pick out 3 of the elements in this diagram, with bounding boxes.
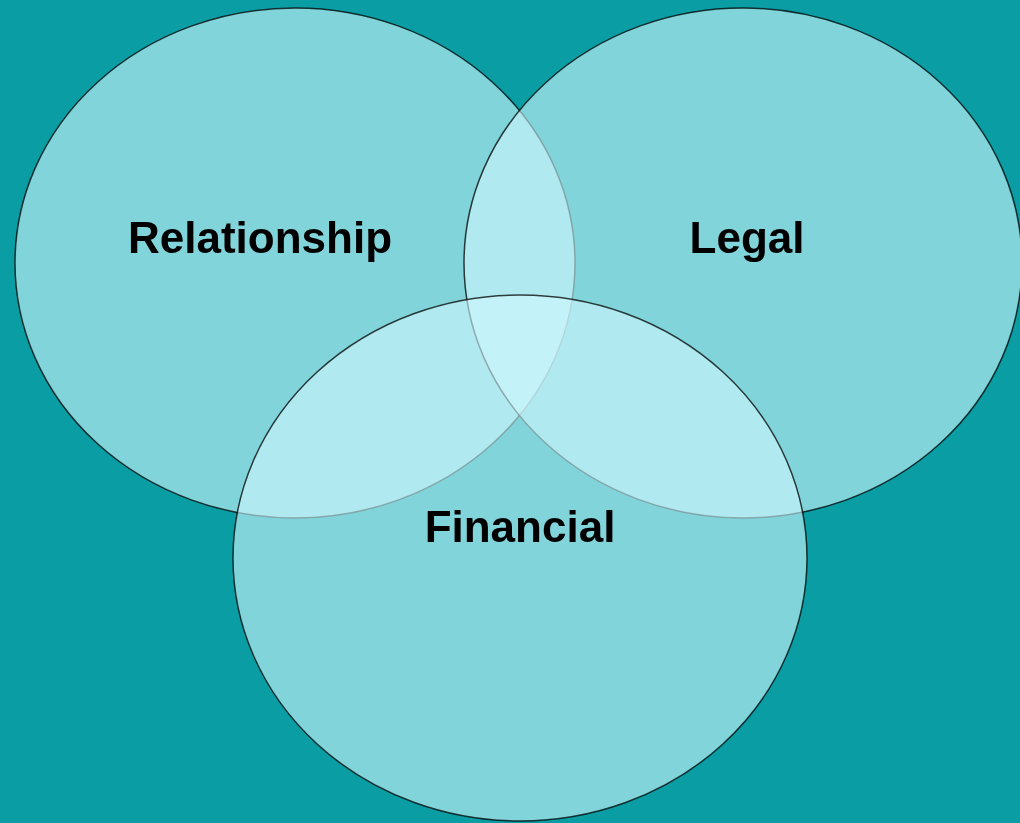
circle-label: Relationship: [128, 213, 392, 263]
circle-label: Financial: [424, 502, 616, 552]
circle-label: Legal: [689, 213, 805, 263]
